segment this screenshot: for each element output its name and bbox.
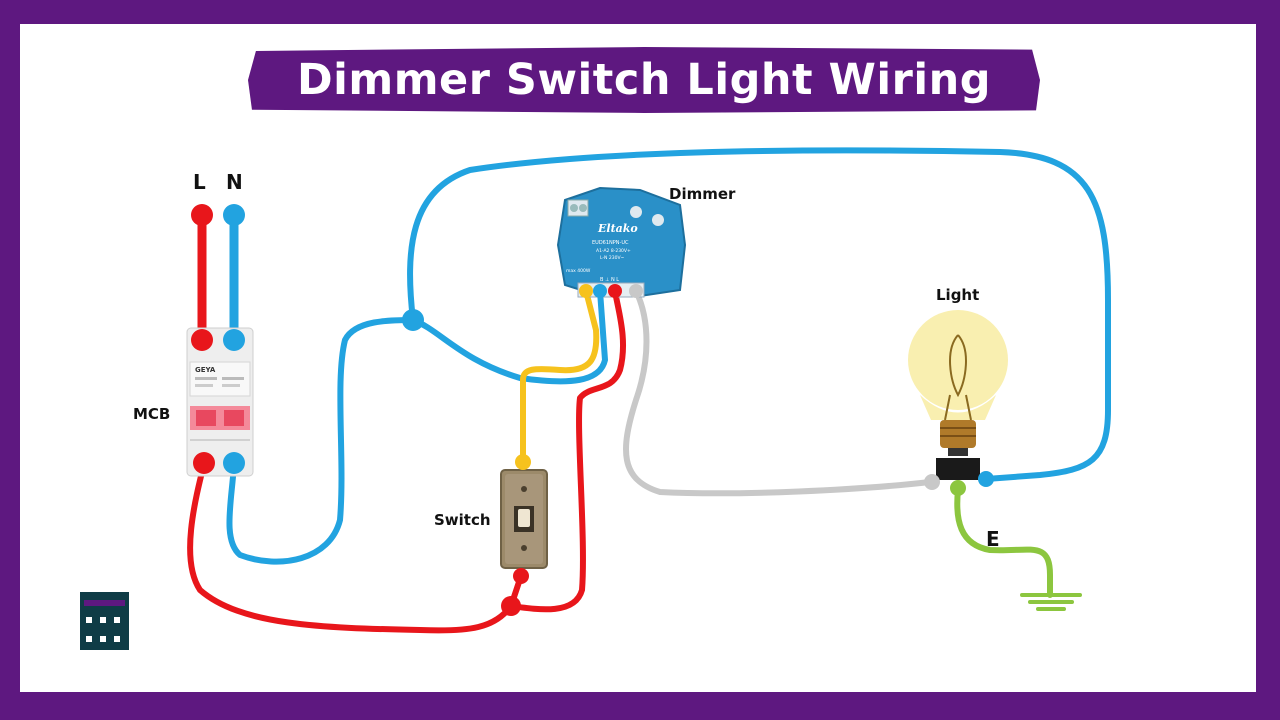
lamp-feed-terminal: [924, 474, 940, 490]
switched-wire: [520, 288, 600, 465]
live-junction: [501, 596, 521, 616]
dimmer-max: max 400W: [566, 268, 591, 274]
switch-bottom-terminal: [513, 568, 529, 584]
mcb-neutral-in-terminal: [223, 329, 245, 351]
earth-label: E: [986, 527, 1000, 551]
earth-symbol: [1020, 593, 1082, 611]
earth-wire: [954, 487, 1053, 598]
switch-device: [500, 469, 548, 569]
neutral-wire-mcb: [226, 317, 416, 565]
dimmer-lamp-terminal: [629, 284, 643, 298]
mcb-device: GEYA: [186, 327, 254, 477]
mcb-neutral-out-terminal: [223, 452, 245, 474]
neutral-supply-terminal: [223, 204, 245, 226]
dimmer-terminals: B ⊥ N L: [600, 277, 619, 283]
dimmer-l-terminal: [608, 284, 622, 298]
dimmer-n-terminal: [593, 284, 607, 298]
neutral-wire-dimmer: [410, 288, 608, 385]
dimmer-device: Eltako EUD61NPN-UC A1-A2 8-230V+ L-N 230…: [556, 186, 687, 298]
mcb-label: MCB: [133, 405, 171, 423]
live-wire-mcb: [187, 461, 514, 634]
dimmer-label: Dimmer: [669, 185, 736, 203]
live-wire-dimmer: [508, 288, 627, 613]
channel-logo: [80, 592, 129, 650]
dimmer-model: EUD61NPN-UC: [592, 240, 629, 246]
light-bulb: [908, 310, 1008, 480]
mcb-brand: GEYA: [195, 366, 216, 374]
title-banner: [248, 47, 1040, 113]
dimmer-brand: Eltako: [597, 222, 638, 235]
neutral-junction: [402, 309, 424, 331]
mcb-live-in-terminal: [191, 329, 213, 351]
mcb-live-out-terminal: [193, 452, 215, 474]
switch-top-terminal: [515, 454, 531, 470]
lamp-earth-terminal: [950, 480, 966, 496]
neutral-wire-to-lamp: [407, 147, 1111, 482]
neutral-label: N: [226, 170, 243, 194]
switch-label: Switch: [434, 511, 491, 529]
live-supply-terminal: [191, 204, 213, 226]
diagram-title: Dimmer Switch Light Wiring: [296, 55, 991, 105]
lamp-neutral-terminal: [978, 471, 994, 487]
dimmer-spec-1: A1-A2 8-230V+: [596, 248, 631, 254]
dimmer-spec-2: L-N 230V~: [600, 255, 625, 261]
line-label: L: [193, 170, 206, 194]
dimmer-b-terminal: [579, 284, 593, 298]
lamp-feed-wire: [623, 288, 933, 497]
light-label: Light: [936, 286, 980, 304]
